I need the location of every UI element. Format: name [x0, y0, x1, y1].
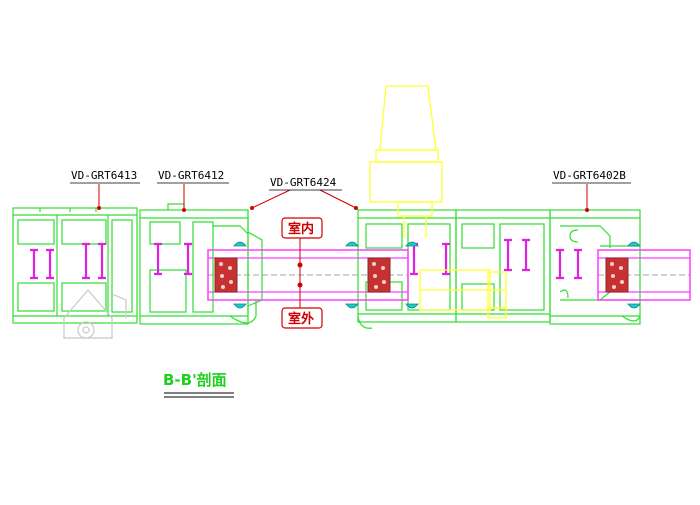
part-label-6412: VD-GRT6412	[158, 169, 224, 182]
part-label-6424: VD-GRT6424	[270, 176, 337, 189]
glazing-unit-center	[207, 249, 409, 301]
gaskets	[233, 241, 641, 309]
indoor-tag: 室内	[288, 221, 314, 237]
hinge-outline	[63, 289, 127, 339]
outdoor-tag: 室外	[288, 311, 314, 327]
insulation-strips	[30, 238, 582, 280]
leader-dots	[97, 206, 589, 288]
outdoor-tag-box	[281, 307, 323, 329]
part-label-6413: VD-GRT6413	[71, 169, 137, 182]
part-label-6402b: VD-GRT6402B	[553, 169, 626, 182]
handle	[369, 85, 507, 319]
center-profile-left	[247, 210, 263, 307]
leader-lines	[98, 184, 588, 308]
section-title: B-B'剖面	[163, 371, 227, 389]
indoor-tag-box	[281, 217, 323, 239]
glazing-unit-right	[597, 249, 691, 301]
frame-profile-left	[12, 207, 138, 324]
